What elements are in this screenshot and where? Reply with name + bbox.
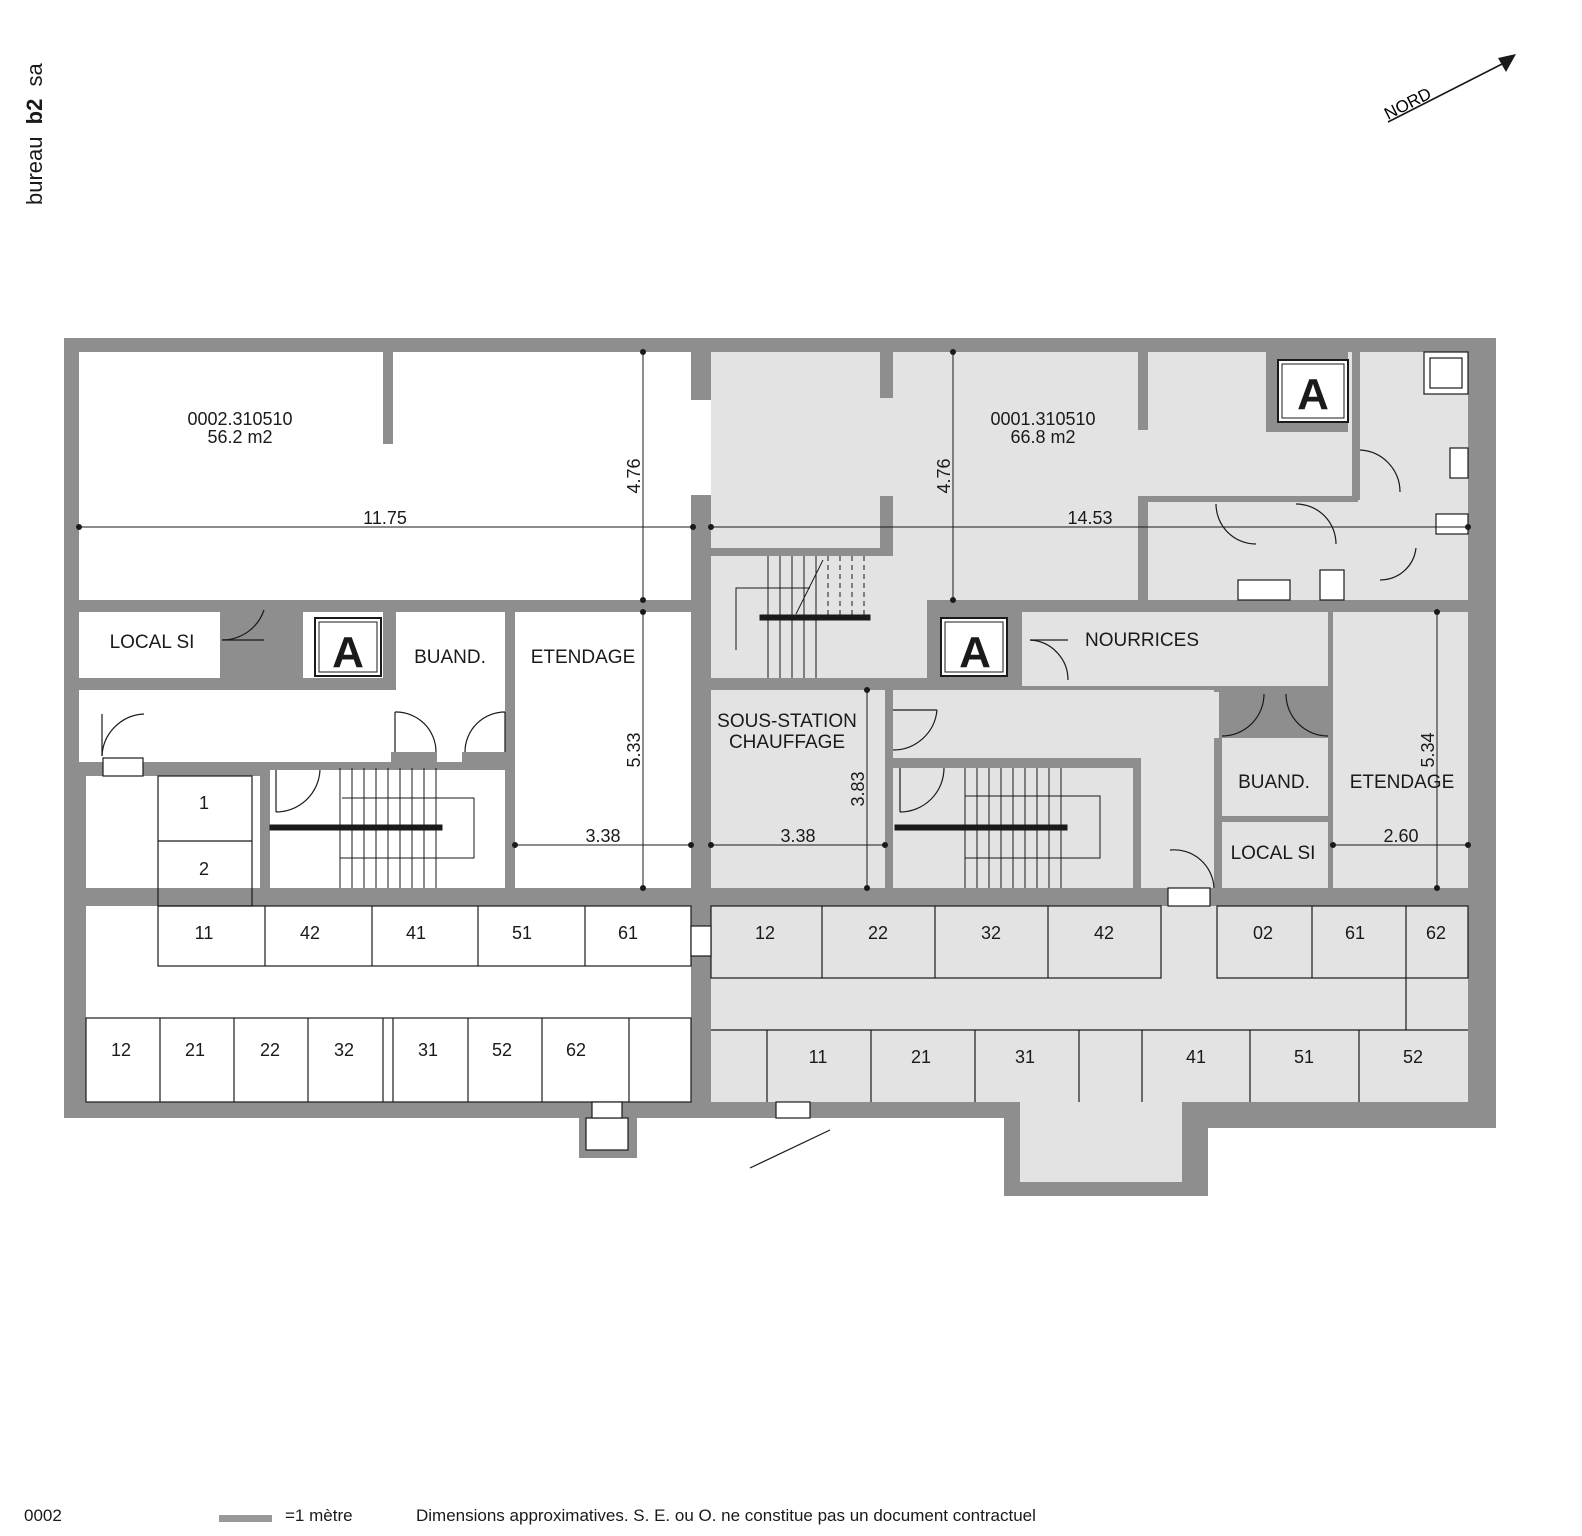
disclaimer: Dimensions approximatives. S. E. ou O. n… <box>416 1506 1036 1525</box>
cellar-partitions <box>85 775 1469 1103</box>
room-label-etendage-left: ETENDAGE <box>531 647 636 668</box>
left-corridor <box>79 690 509 762</box>
dim-height-right-upper: 4.76 <box>934 458 954 493</box>
cellar-number: 12 <box>755 923 775 943</box>
cellar-number: 31 <box>418 1040 438 1060</box>
cellar-number: 61 <box>618 923 638 943</box>
buanderie-right <box>1222 738 1328 816</box>
cellar-number: 11 <box>809 1047 828 1067</box>
elevator-right: A <box>940 617 1008 677</box>
cellar-number: 52 <box>492 1040 512 1060</box>
unit-left-area: 56.2 m2 <box>207 427 272 447</box>
right-corridor <box>893 690 1219 888</box>
cellar-number: 51 <box>512 923 532 943</box>
room-label-etendage-right: ETENDAGE <box>1350 772 1455 793</box>
dimension-lines <box>76 349 1471 891</box>
right-cellar-bay <box>1020 1102 1182 1182</box>
cellar-number: 21 <box>911 1047 931 1067</box>
elevator-top-right: A <box>1277 359 1349 423</box>
north-arrow: NORD <box>1381 54 1516 124</box>
stair-left <box>269 768 475 888</box>
nourrices-room <box>1022 612 1328 686</box>
local-si-right <box>1222 822 1328 888</box>
brand-bold: b2 <box>22 99 47 125</box>
elevator-right-label: A <box>959 628 991 677</box>
wall-openings <box>102 757 1211 1169</box>
stair-upper-right <box>735 556 871 678</box>
dim-width-sous-station: 3.38 <box>780 826 815 846</box>
elevator-left-label: A <box>332 628 364 677</box>
unit-right-id: 0001.310510 <box>990 409 1095 429</box>
svg-text:bureau b2 sa: bureau b2 sa <box>22 63 47 205</box>
door-swings <box>101 449 1417 889</box>
cellar-number: 42 <box>300 923 320 943</box>
cellar-number: 1 <box>199 793 209 813</box>
brand-logo: bureau b2 sa <box>22 63 47 205</box>
dim-height-left-upper: 4.76 <box>624 458 644 493</box>
room-label-chauffage: CHAUFFAGE <box>729 732 845 753</box>
etendage-right <box>1333 612 1468 888</box>
cellar-number: 22 <box>260 1040 280 1060</box>
plan-code: 0002 <box>24 1506 62 1525</box>
room-label-buanderie-left: BUAND. <box>414 647 486 668</box>
dim-width-left: 11.75 <box>363 508 407 528</box>
dim-height-etendage-right: 5.34 <box>1418 732 1438 767</box>
cellar-number: 22 <box>868 923 888 943</box>
north-arrowhead-icon <box>1498 54 1516 72</box>
cellar-number: 31 <box>1015 1047 1035 1067</box>
cellar-number: 12 <box>111 1040 131 1060</box>
elevator-left: A <box>314 617 382 677</box>
cellar-number: 02 <box>1253 923 1273 943</box>
room-label-buanderie-right: BUAND. <box>1238 772 1310 793</box>
cellar-number: 41 <box>406 923 426 943</box>
cellar-numbers: 1 2 11 42 41 51 61 12 21 22 32 31 52 62 … <box>111 793 1446 1067</box>
unit-left-id: 0002.310510 <box>187 409 292 429</box>
cellar-number: 32 <box>334 1040 354 1060</box>
brand-suffix: sa <box>22 63 47 87</box>
unit-right-area: 66.8 m2 <box>1010 427 1075 447</box>
room-label-nourrices: NOURRICES <box>1085 630 1199 651</box>
elevator-top-right-label: A <box>1297 370 1329 419</box>
cellar-number: 62 <box>1426 923 1446 943</box>
cellar-number: 2 <box>199 859 209 879</box>
room-label-local-si-right: LOCAL SI <box>1231 843 1316 864</box>
sanitary-fixtures <box>1237 351 1469 601</box>
cellar-number: 32 <box>981 923 1001 943</box>
cellar-number: 62 <box>566 1040 586 1060</box>
local-si-left <box>79 612 220 678</box>
brand-prefix: bureau <box>22 136 47 205</box>
cellar-number: 52 <box>1403 1047 1423 1067</box>
scale-label: =1 mètre <box>285 1506 353 1525</box>
room-label-sous-station: SOUS-STATION <box>717 711 857 732</box>
cellar-number: 51 <box>1294 1047 1314 1067</box>
cellar-number: 61 <box>1345 923 1365 943</box>
room-label-local-si-left: LOCAL SI <box>110 632 195 653</box>
stair-right <box>894 768 1101 888</box>
dim-height-sous-station: 3.83 <box>848 771 868 806</box>
dim-height-etendage-left: 5.33 <box>624 732 644 767</box>
scale-bar <box>219 1515 272 1522</box>
dim-width-etendage-right: 2.60 <box>1383 826 1418 846</box>
cellar-number: 21 <box>185 1040 205 1060</box>
cellar-number: 41 <box>1186 1047 1206 1067</box>
right-cellar-corridor <box>711 906 1468 1102</box>
sous-station <box>711 690 885 888</box>
cellar-number: 42 <box>1094 923 1114 943</box>
cellar-number: 11 <box>195 923 214 943</box>
dim-width-etendage-left: 3.38 <box>585 826 620 846</box>
dim-width-right: 14.53 <box>1067 508 1112 528</box>
